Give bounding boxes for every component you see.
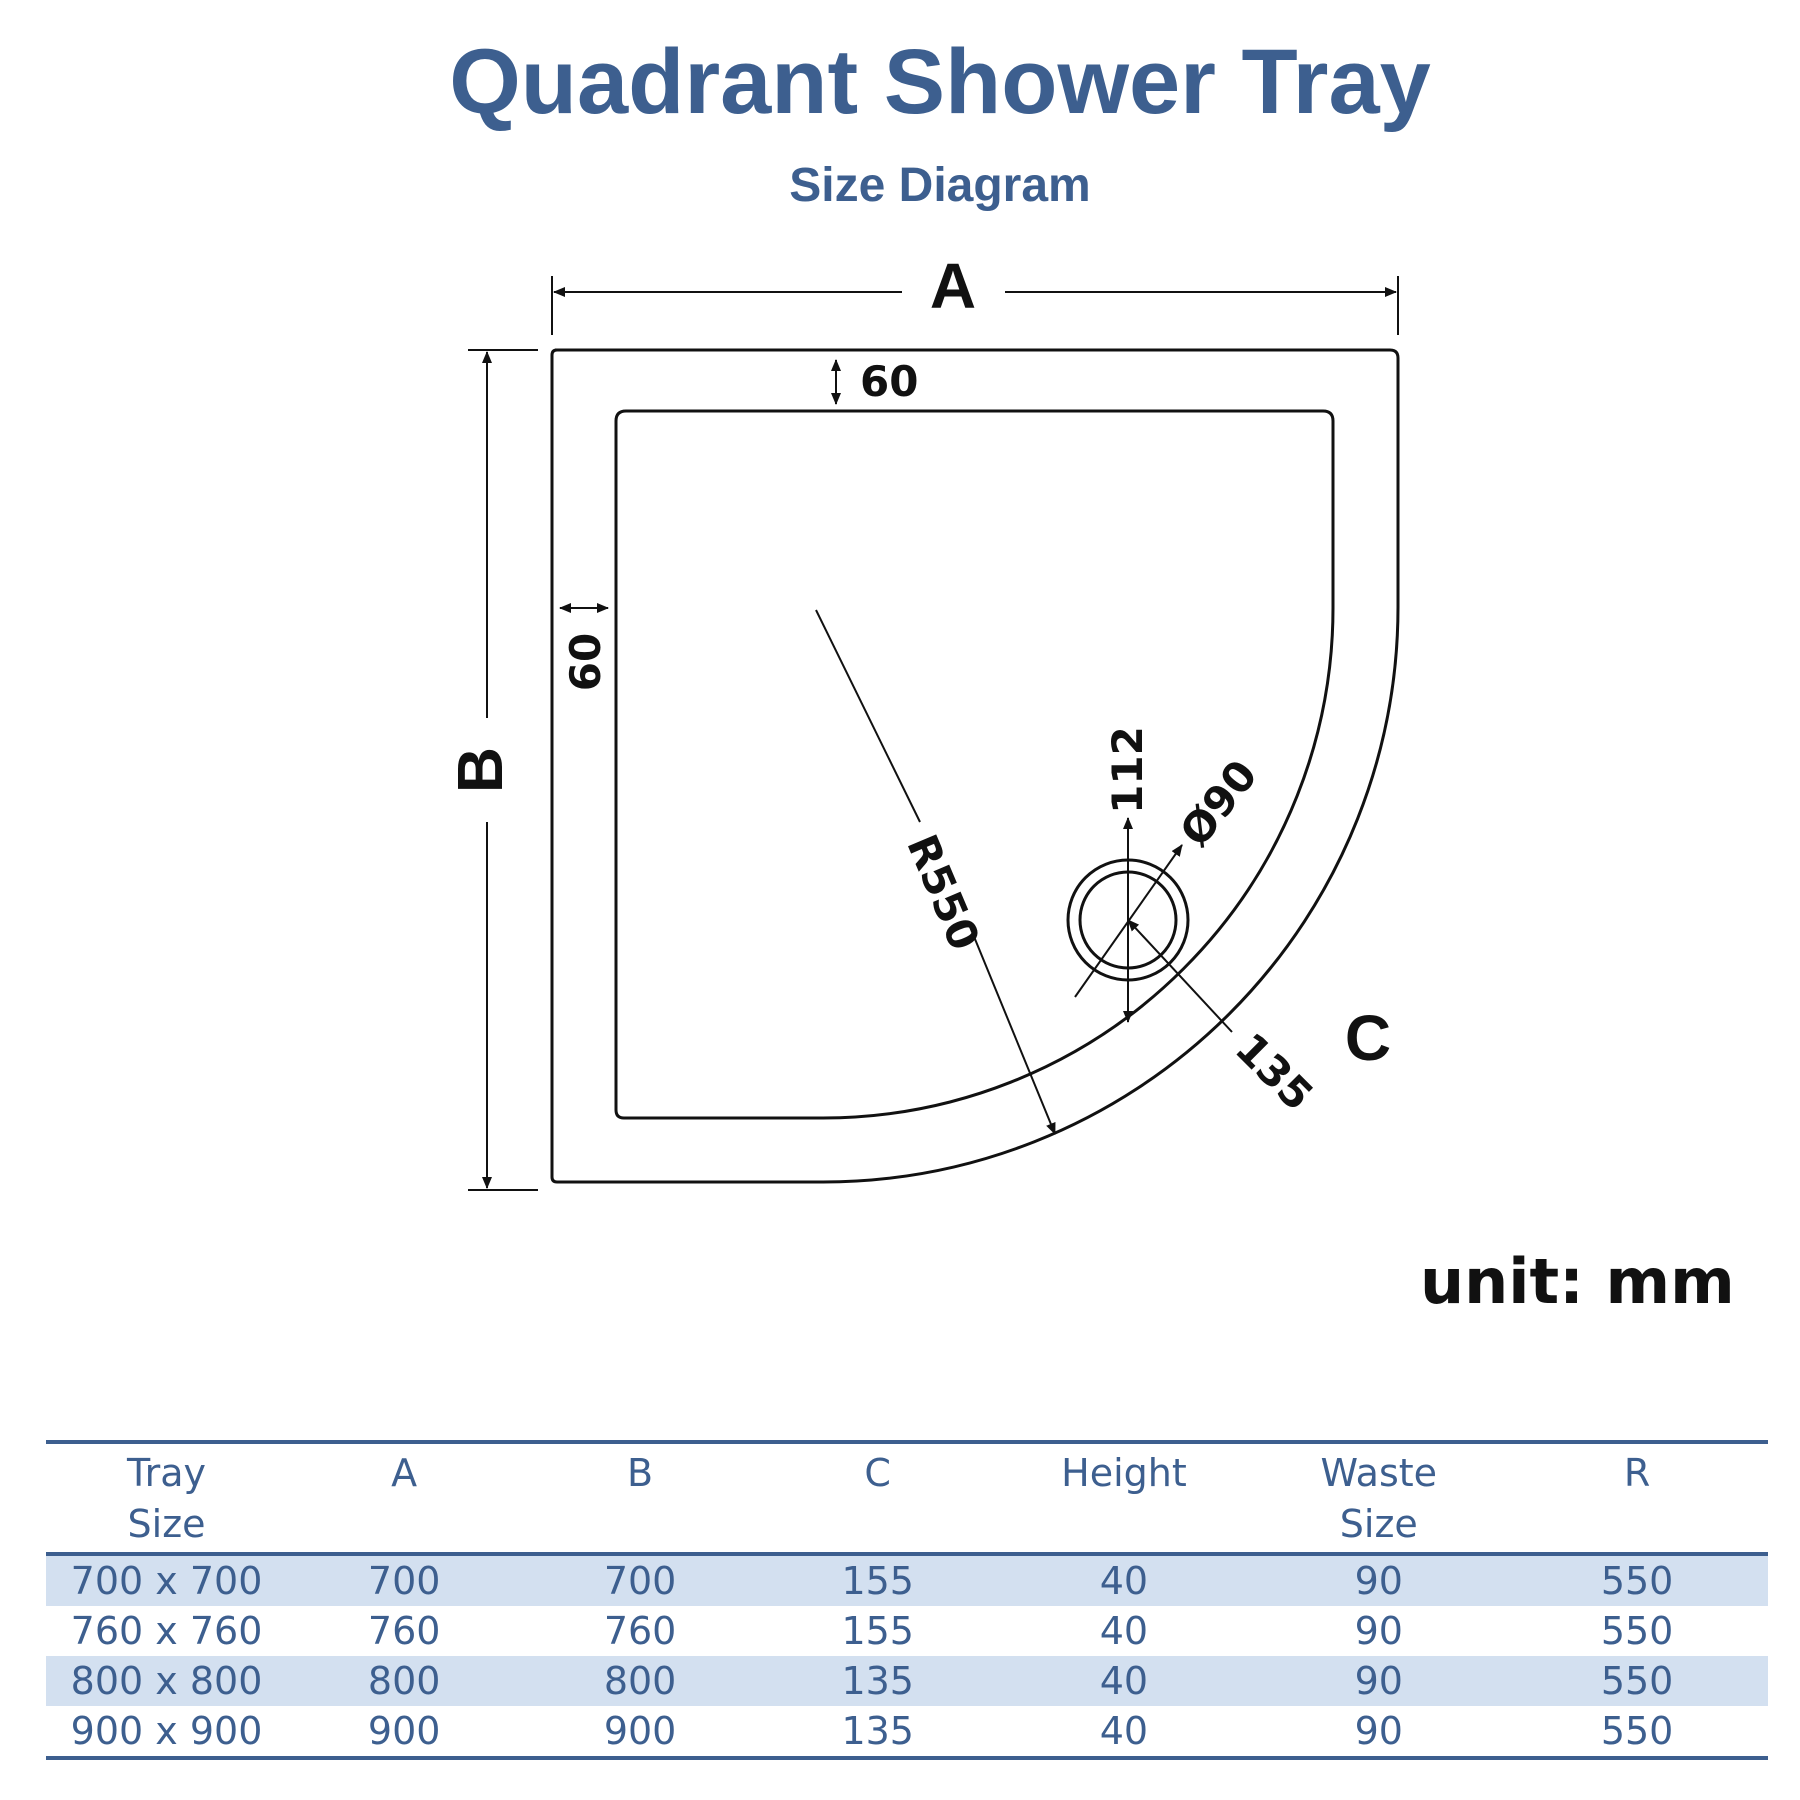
cell-height: 40: [1099, 1609, 1149, 1653]
cell-tray-size: 900 x 900: [70, 1709, 263, 1753]
cell-c: 155: [841, 1609, 914, 1653]
header-height: Height: [1061, 1451, 1187, 1495]
header-r: R: [1623, 1451, 1651, 1495]
cell-waste-size: 90: [1354, 1559, 1403, 1603]
table-row: 760 x 760 760 760 155 40 90 550: [46, 1606, 1768, 1656]
cell-tray-size: 800 x 800: [70, 1659, 263, 1703]
cell-b: 760: [603, 1609, 677, 1653]
dim-c-label: C: [1345, 1002, 1391, 1074]
table-row: 700 x 700 700 700 155 40 90 550: [46, 1554, 1768, 1606]
tray-outer-outline: [550, 348, 1400, 1184]
dim-radius-line-1: [815, 609, 921, 823]
cell-c: 135: [841, 1709, 914, 1753]
cell-waste-size: 90: [1354, 1659, 1403, 1703]
dim-rim-top-label: 60: [860, 357, 918, 406]
dim-waste-diameter-label: Ø90: [1170, 751, 1267, 855]
page-subtitle: Size Diagram: [789, 159, 1091, 212]
dim-rim-side-label: 60: [561, 633, 610, 691]
table-row: 800 x 800 800 800 135 40 90 550: [46, 1656, 1768, 1706]
cell-height: 40: [1099, 1559, 1149, 1603]
cell-r: 550: [1600, 1609, 1674, 1653]
cell-tray-size: 700 x 700: [70, 1559, 263, 1603]
cell-a: 800: [367, 1659, 441, 1703]
table-row: 900 x 900 900 900 135 40 90 550: [46, 1706, 1768, 1758]
cell-r: 550: [1600, 1659, 1674, 1703]
dim-c-value: 135: [1226, 1023, 1323, 1120]
cell-a: 700: [367, 1559, 441, 1603]
cell-b: 700: [603, 1559, 677, 1603]
cell-a: 900: [367, 1709, 441, 1753]
unit-label: unit: mm: [1420, 1245, 1735, 1318]
cell-c: 155: [841, 1559, 914, 1603]
dim-radius-line-2: [967, 921, 1056, 1135]
header-b: B: [627, 1451, 654, 1495]
cell-b: 800: [603, 1659, 677, 1703]
cell-r: 550: [1600, 1559, 1674, 1603]
header-a: A: [391, 1451, 418, 1495]
tray-diagram: A B 60 60 R550 112 Ø90 135 C: [444, 250, 1400, 1191]
cell-height: 40: [1099, 1709, 1149, 1753]
dim-radius-label: R550: [897, 828, 989, 958]
dim-a-label: A: [930, 250, 976, 322]
tray-inner-outline: [614, 409, 1335, 1120]
cell-waste-size: 90: [1354, 1709, 1403, 1753]
cell-c: 135: [841, 1659, 914, 1703]
cell-height: 40: [1099, 1659, 1149, 1703]
dim-waste-offset-label: 112: [1103, 726, 1152, 814]
cell-a: 760: [367, 1609, 441, 1653]
dim-b-label: B: [444, 747, 516, 793]
page-title: Quadrant Shower Tray: [449, 31, 1431, 133]
cell-r: 550: [1600, 1709, 1674, 1753]
cell-b: 900: [603, 1709, 677, 1753]
dim-c-line: [1127, 919, 1233, 1033]
header-c: C: [864, 1451, 891, 1495]
cell-waste-size: 90: [1354, 1609, 1403, 1653]
cell-tray-size: 760 x 760: [70, 1609, 263, 1653]
